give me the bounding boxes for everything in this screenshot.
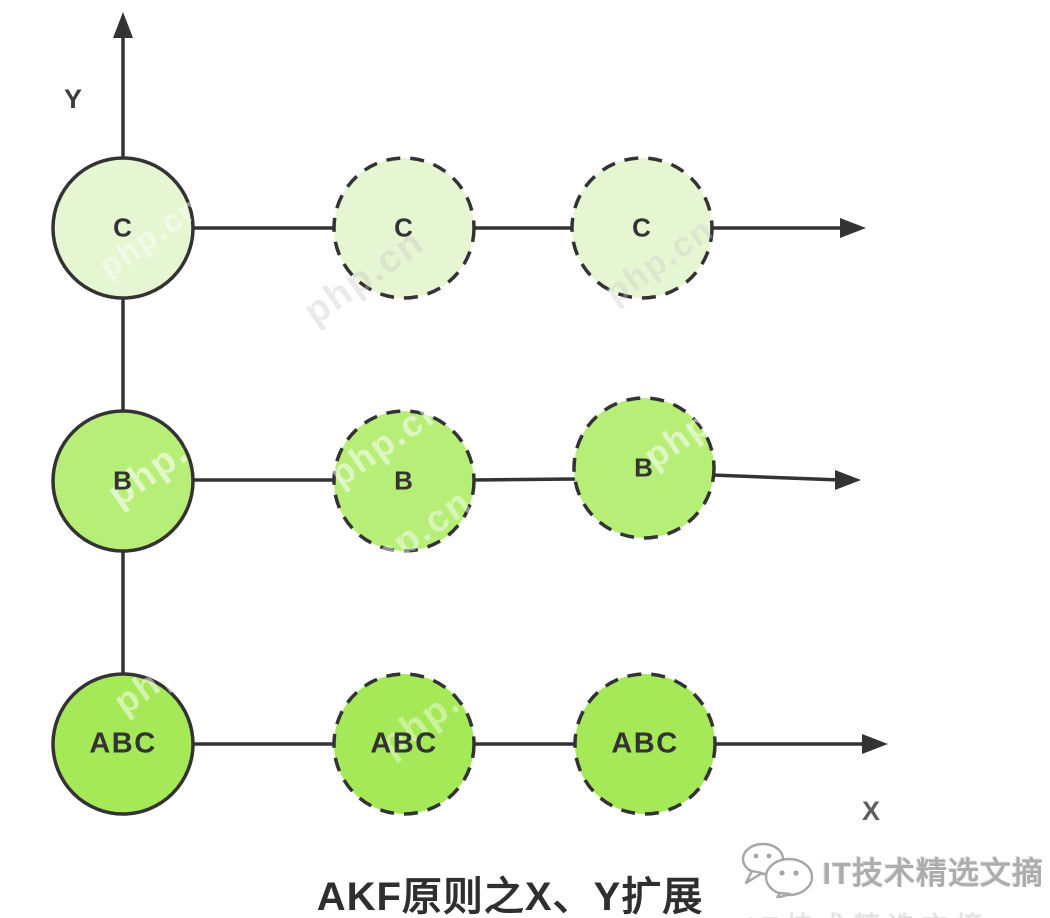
x-axis-label: X: [862, 796, 881, 826]
wechat-chat-bubbles-icon: [742, 842, 814, 898]
node-circle-b-1: [51, 409, 195, 553]
diagram-title: AKF原则之X、Y扩展: [316, 875, 704, 918]
node-circle-abc-1: [51, 672, 195, 816]
node-circle-b-3: [572, 396, 716, 540]
node-circle-abc-3: [573, 672, 717, 816]
node-circle-abc-2: [332, 672, 476, 816]
row-abc-line: [190, 734, 888, 754]
row-b-line: [190, 470, 861, 490]
brand-watermark: IT技术精选文摘: [740, 842, 1044, 898]
row-c-line: [190, 218, 866, 238]
node-circle-c-3: [570, 156, 714, 300]
node-circle-b-2: [332, 409, 476, 553]
node-label-c-3: C: [632, 212, 652, 243]
node-label-abc-3: ABC: [611, 727, 679, 760]
brand-watermark-partial: IT技术精选文摘: [747, 906, 990, 918]
node-label-c-2: C: [394, 212, 414, 243]
brand-name: IT技术精选文摘: [822, 855, 1044, 891]
node-label-b-1: B: [113, 465, 133, 496]
node-label-abc-1: ABC: [89, 727, 157, 760]
node-circle-c-1: [51, 156, 195, 300]
node-label-b-2: B: [394, 465, 414, 496]
node-label-c-1: C: [113, 212, 133, 243]
y-axis-label: Y: [64, 84, 83, 114]
node-circle-c-2: [332, 156, 476, 300]
node-label-b-3: B: [634, 452, 654, 483]
node-label-abc-2: ABC: [370, 727, 438, 760]
y-axis: [113, 12, 133, 160]
